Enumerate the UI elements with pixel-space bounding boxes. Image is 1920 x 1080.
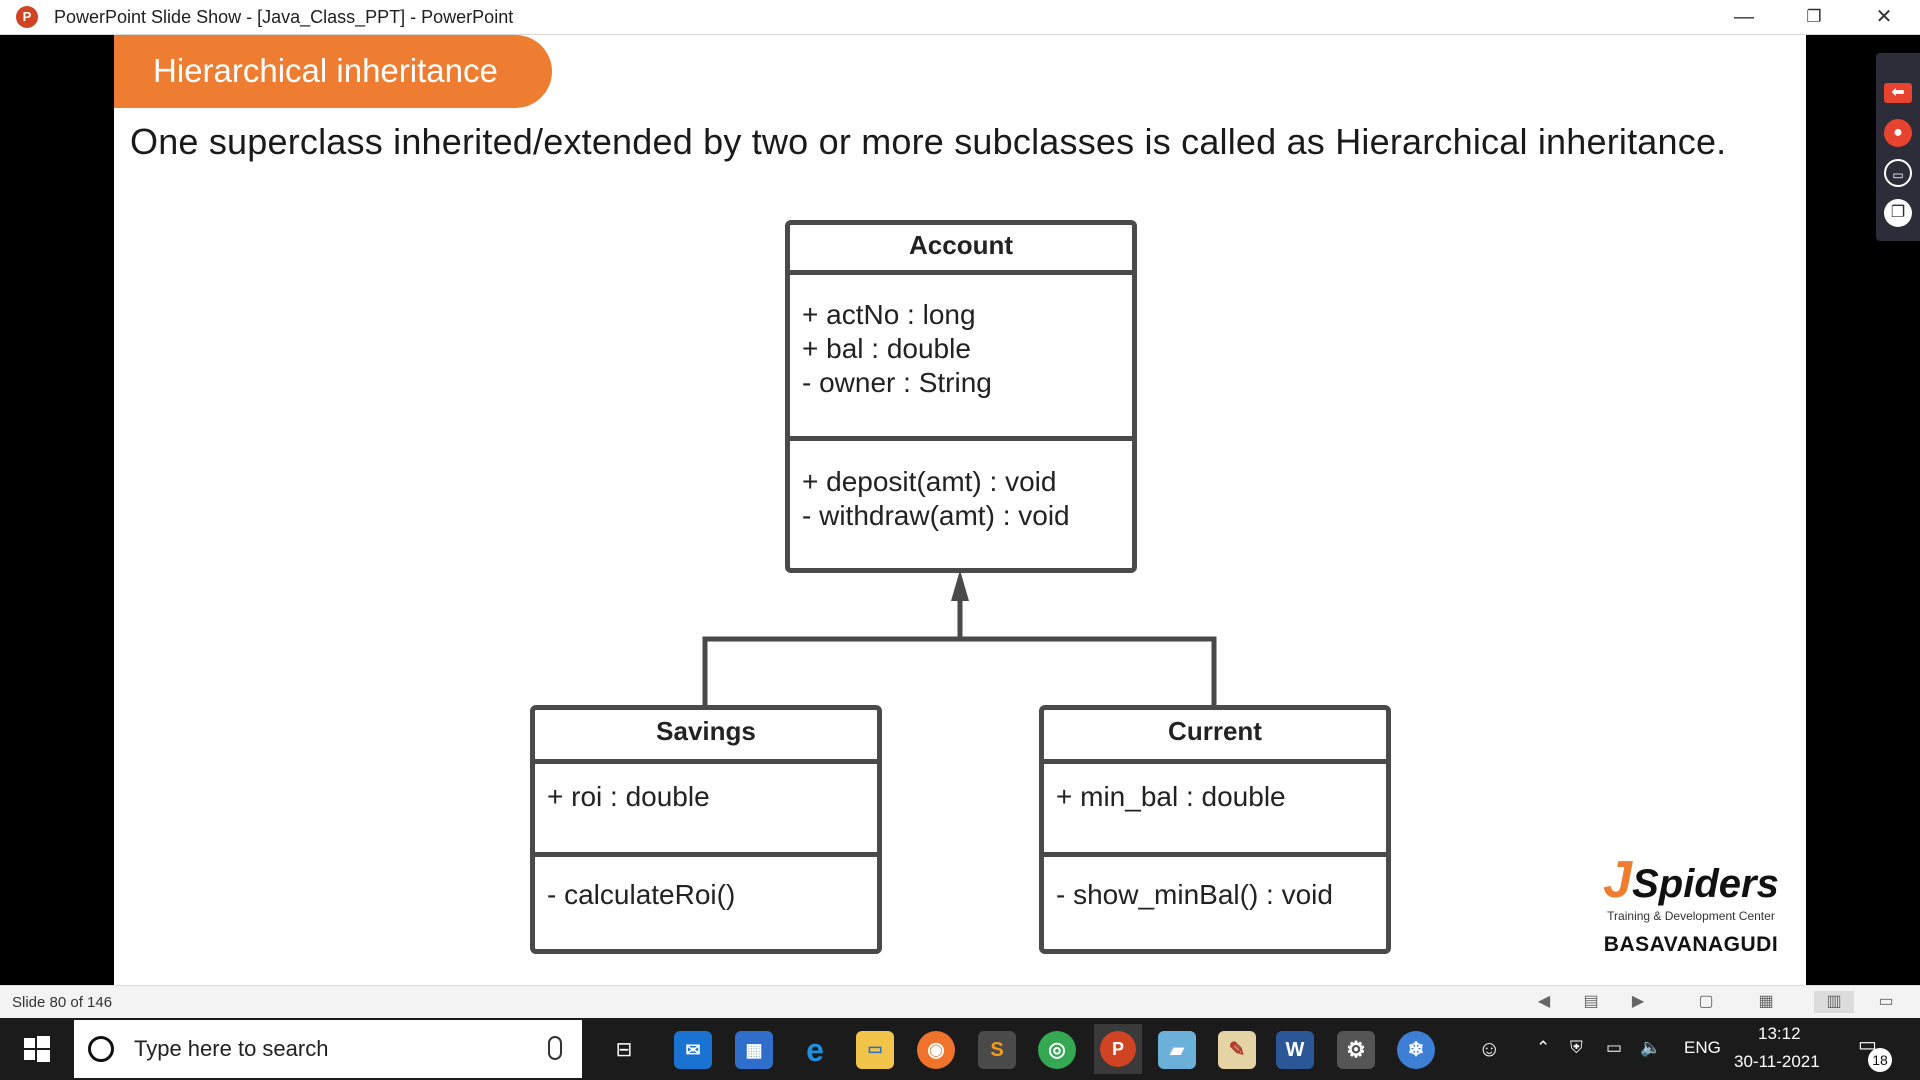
attribute-row: + actNo : long (802, 299, 976, 330)
volume-icon[interactable]: 🔈 (1640, 1038, 1662, 1057)
clock-time[interactable]: 13:12 (1758, 1024, 1801, 1043)
method-row: - withdraw(amt) : void (802, 500, 1070, 531)
class-box-savings: Savings + roi : double - calculateRoi() (530, 705, 882, 954)
connector-line (702, 636, 1217, 707)
powerpoint-icon: P (16, 6, 38, 28)
powerpoint-icon: P (1100, 1031, 1136, 1067)
chevron-up-icon[interactable]: ⌃ (1536, 1038, 1551, 1057)
copy-icon[interactable]: ❐ (1884, 199, 1912, 227)
slide-subtitle: One superclass inherited/extended by two… (130, 121, 1727, 162)
edge-icon[interactable]: e (806, 1032, 824, 1068)
mail-icon[interactable]: ✉ (674, 1031, 712, 1069)
jspiders-logo: JSpiders Training & Development Center B… (1586, 854, 1796, 957)
next-slide-icon[interactable]: ▶ (1631, 993, 1645, 1010)
class-name-account: Account (790, 225, 1132, 275)
presenter-toolbar: ⬅ ● ▭ ❐ (1876, 53, 1920, 241)
section-divider (1044, 852, 1386, 857)
attribute-row: + bal : double (802, 333, 971, 364)
class-name-current: Current (1044, 710, 1386, 764)
section-divider (790, 436, 1132, 441)
inheritance-arrowhead (951, 570, 969, 601)
slideshow-stage: Hierarchical inheritance One superclass … (0, 35, 1920, 985)
previous-slide-icon[interactable]: ◀ (1537, 993, 1551, 1010)
close-button[interactable]: ✕ (1875, 6, 1893, 28)
logo-tagline: Training & Development Center (1607, 909, 1775, 923)
firefox-icon[interactable]: ◉ (917, 1031, 955, 1069)
slide-sorter-icon[interactable]: ▦ (1758, 993, 1774, 1010)
cortana-icon (88, 1036, 114, 1062)
chrome-icon[interactable]: ◎ (1038, 1031, 1076, 1069)
slide[interactable]: Hierarchical inheritance One superclass … (114, 35, 1806, 985)
windows-start-icon[interactable] (0, 1018, 72, 1080)
logo-name: Spiders (1632, 862, 1779, 906)
slide-title: Hierarchical inheritance (114, 35, 552, 108)
class-name-savings: Savings (535, 710, 877, 764)
people-icon[interactable]: ☺ (1478, 1036, 1501, 1061)
file-explorer-icon[interactable]: ▭ (856, 1031, 894, 1069)
slideshow-view-icon[interactable]: ▭ (1878, 993, 1894, 1010)
logo-location: BASAVANAGUDI (1603, 933, 1779, 956)
language-indicator[interactable]: ENG (1684, 1038, 1721, 1057)
paint-icon[interactable]: ✎ (1218, 1031, 1256, 1069)
snowflake-icon[interactable]: ❄ (1397, 1031, 1435, 1069)
slide-menu-icon[interactable]: ▤ (1583, 993, 1599, 1010)
clock-date[interactable]: 30-11-2021 (1734, 1052, 1820, 1071)
minimize-button[interactable]: — (1734, 6, 1754, 28)
camera-icon[interactable]: ▭ (1884, 159, 1912, 187)
window-title: PowerPoint Slide Show - [Java_Class_PPT]… (54, 7, 514, 27)
powerpoint-taskbar-item[interactable]: P (1094, 1024, 1142, 1074)
task-view-icon[interactable]: ⊟ (615, 1039, 633, 1061)
window-titlebar: P PowerPoint Slide Show - [Java_Class_PP… (0, 0, 1920, 35)
status-bar: Slide 80 of 146 ◀ ▤ ▶ ▢ ▦ ▥ ▭ (0, 985, 1920, 1019)
attribute-row: - owner : String (802, 367, 992, 398)
class-box-account: Account + actNo : long + bal : double - … (785, 220, 1137, 573)
word-icon[interactable]: W (1276, 1031, 1314, 1069)
security-icon[interactable]: ⛨ (1570, 1038, 1583, 1057)
inheritance-connectors (702, 570, 1217, 707)
method-row: - calculateRoi() (547, 879, 736, 910)
normal-view-icon[interactable]: ▢ (1698, 993, 1714, 1010)
logo-j: J (1603, 851, 1633, 909)
microphone-icon[interactable] (548, 1036, 562, 1060)
store-icon[interactable]: ▦ (735, 1031, 773, 1069)
slide-counter: Slide 80 of 146 (12, 994, 113, 1011)
restore-button[interactable]: ❐ (1806, 7, 1822, 26)
microphone-icon[interactable]: ● (1884, 119, 1912, 147)
back-arrow-icon[interactable]: ⬅ (1884, 83, 1912, 103)
attribute-row: + min_bal : double (1056, 781, 1286, 812)
settings-icon[interactable]: ⚙ (1337, 1031, 1375, 1069)
attribute-row: + roi : double (547, 781, 710, 812)
method-row: + deposit(amt) : void (802, 466, 1057, 497)
notification-badge: 18 (1868, 1048, 1892, 1072)
windows-taskbar: Type here to search ⊟ ✉ ▦ e ▭ ◉ S ◎ P ▰ … (0, 1018, 1920, 1080)
notepad-icon[interactable]: ▰ (1158, 1031, 1196, 1069)
battery-icon[interactable]: ▭ (1606, 1038, 1623, 1057)
search-placeholder: Type here to search (134, 1036, 329, 1061)
method-row: - show_minBal() : void (1056, 879, 1333, 910)
reading-view-icon[interactable]: ▥ (1814, 991, 1854, 1013)
section-divider (535, 852, 877, 857)
taskbar-search[interactable]: Type here to search (74, 1020, 582, 1078)
class-box-current: Current + min_bal : double - show_minBal… (1039, 705, 1391, 954)
sublime-text-icon[interactable]: S (978, 1031, 1016, 1069)
